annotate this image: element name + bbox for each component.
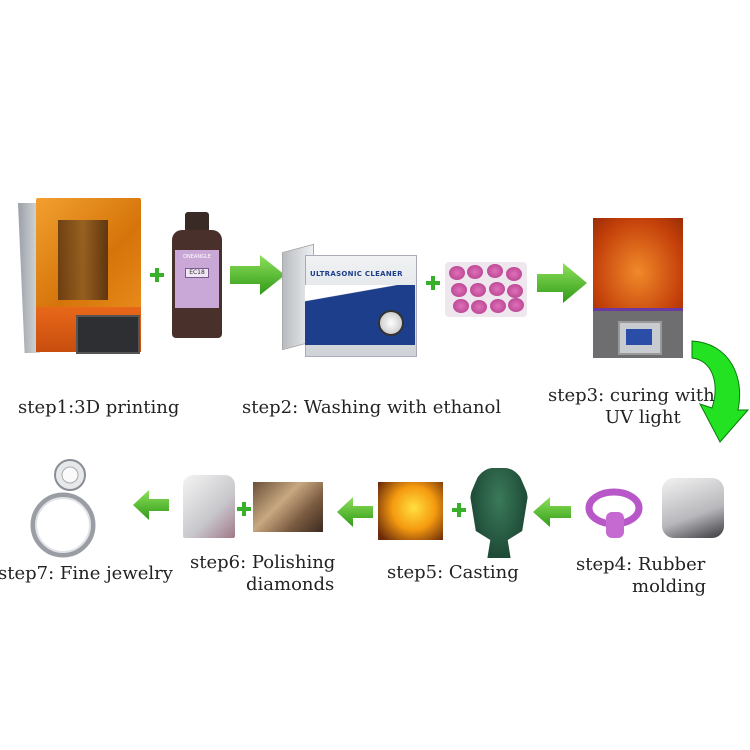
- cleaner-brand-text: ULTRASONIC CLEANER: [310, 270, 403, 278]
- step4-label-line2: molding: [632, 576, 707, 597]
- ultrasonic-cleaner-image: ULTRASONIC CLEANER: [280, 240, 420, 362]
- bottle-label: [175, 250, 219, 308]
- arrow-left-icon: [337, 497, 373, 527]
- resin-bottle-image: ONEANGLE EC18: [172, 212, 222, 339]
- plus-icon: [426, 276, 440, 290]
- purple-model-image: [585, 488, 643, 538]
- arrow-right-icon: [537, 263, 587, 303]
- printer-side-panel: [18, 203, 40, 353]
- curing-screen: [618, 321, 662, 355]
- step1-label: step1:3D printing: [18, 397, 180, 418]
- 3d-printer-image: [18, 195, 143, 357]
- printed-models-image: [445, 262, 527, 317]
- printer-screen: [76, 315, 140, 354]
- step4-label-line1: step4: Rubber: [576, 554, 706, 575]
- molten-metal-image: [378, 482, 443, 540]
- printer-build-platform: [58, 220, 108, 300]
- polishing-photo: [253, 482, 323, 532]
- wax-tree-image: [470, 468, 528, 558]
- step7-label: step7: Fine jewelry: [0, 563, 173, 584]
- resin-brand-text: ONEANGLE: [183, 254, 211, 260]
- curing-chamber: [593, 218, 683, 308]
- step5-label: step5: Casting: [387, 562, 519, 583]
- cast-jewelry-image: [183, 475, 235, 538]
- curved-arrow-down-icon: [691, 340, 750, 443]
- plus-icon: [150, 268, 164, 282]
- rubber-mold-image: [662, 478, 724, 538]
- cleaner-knob: [378, 310, 404, 336]
- curing-divider: [593, 308, 683, 311]
- step2-label: step2: Washing with ethanol: [242, 397, 502, 418]
- arrow-left-icon: [533, 497, 571, 527]
- arrow-right-icon: [230, 255, 285, 295]
- uv-curing-box-image: [593, 218, 683, 358]
- resin-code-text: EC18: [185, 268, 209, 278]
- plus-icon: [237, 502, 251, 516]
- step3-label-line2: UV light: [605, 407, 681, 428]
- step6-label-line2: diamonds: [246, 574, 335, 595]
- bottle-cap: [185, 212, 209, 232]
- plus-icon: [452, 503, 466, 517]
- step3-label-line1: step3: curing with: [548, 385, 715, 406]
- arrow-left-icon: [133, 490, 169, 520]
- step6-label-line1: step6: Polishing: [190, 552, 336, 573]
- diamond-ring-image: [30, 459, 96, 558]
